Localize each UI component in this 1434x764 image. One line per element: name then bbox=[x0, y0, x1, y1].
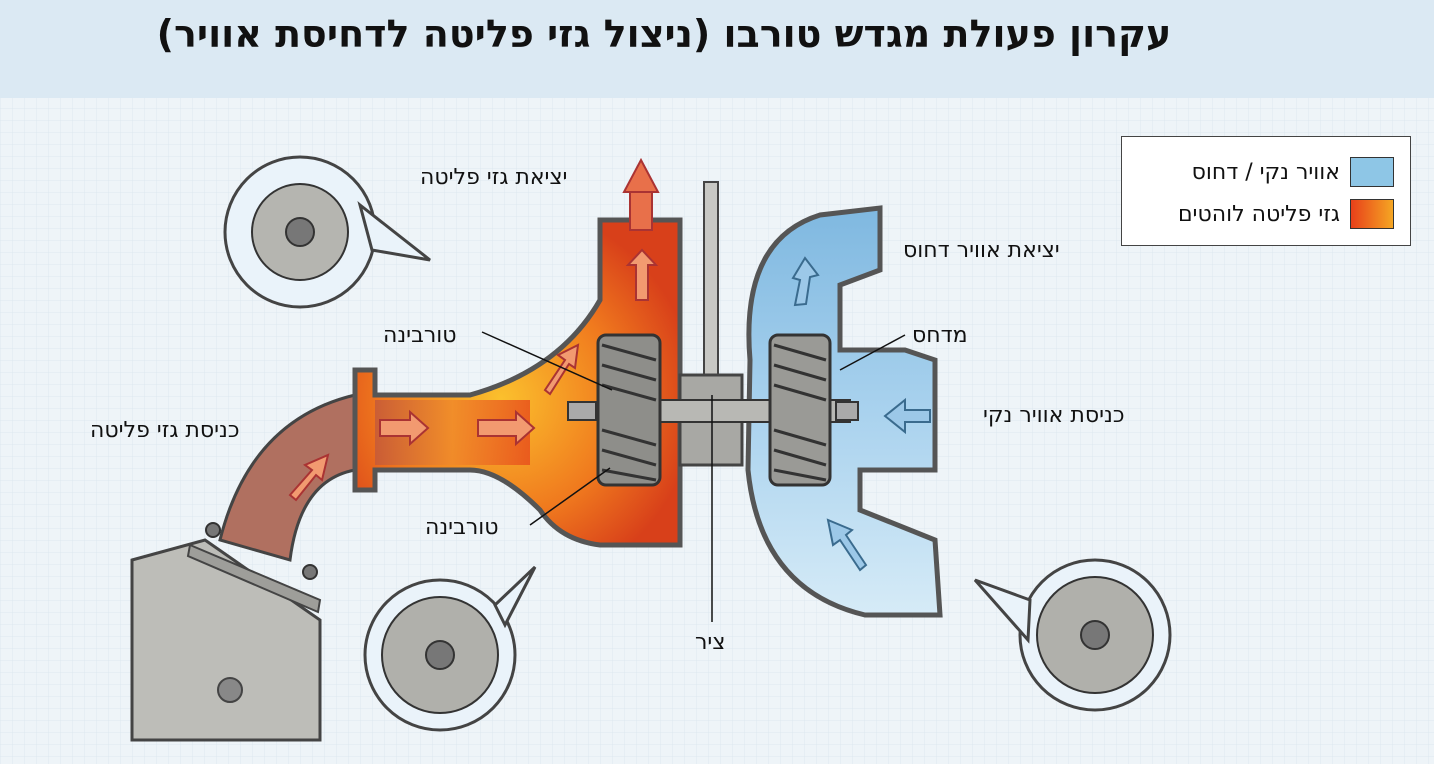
shaft-nut-right bbox=[835, 401, 859, 421]
legend-label-clean-air: אוויר נקי / דחוס bbox=[1191, 159, 1340, 185]
legend-swatch-hot-gas bbox=[1350, 199, 1394, 229]
label-clean-air-inlet: כניסת אוויר נקי bbox=[983, 403, 1125, 428]
compressor-wheel bbox=[768, 333, 832, 487]
legend-label-hot-gas: גזי פליטה לוהטים bbox=[1177, 201, 1340, 227]
label-shaft: ציר bbox=[695, 630, 726, 655]
label-exhaust-outlet: יציאת גזי פליטה bbox=[420, 165, 568, 190]
shaft-nut-left bbox=[567, 401, 597, 421]
exhaust-outlet-arrow bbox=[622, 157, 660, 231]
callout-turbine-bottom bbox=[363, 565, 537, 732]
label-compressor: מדחס bbox=[912, 323, 968, 348]
label-compressed-air-outlet: יציאת אוויר דחוס bbox=[903, 238, 1060, 263]
label-turbine-lower: טורבינה bbox=[425, 515, 499, 540]
label-exhaust-inlet: כניסת גזי פליטה bbox=[90, 418, 240, 443]
label-turbine-upper: טורבינה bbox=[383, 323, 457, 348]
page-title: עקרון פעולת מגדש טורבו (ניצול גזי פליטה … bbox=[156, 12, 1172, 56]
engine-block bbox=[130, 522, 322, 742]
callout-turbine-top bbox=[223, 155, 431, 309]
legend-item-clean-air: אוויר נקי / דחוס bbox=[1192, 157, 1394, 187]
callout-compressor bbox=[973, 558, 1172, 712]
cold-flow-arrows bbox=[791, 256, 931, 572]
title-bar bbox=[0, 0, 1434, 98]
hot-flow-arrows bbox=[288, 248, 659, 502]
turbine-wheel bbox=[596, 333, 662, 487]
leader-lines bbox=[481, 331, 906, 622]
legend: אוויר נקי / דחוס גזי פליטה לוהטים bbox=[1121, 136, 1411, 246]
legend-item-hot-gas: גזי פליטה לוהטים bbox=[1178, 199, 1394, 229]
legend-swatch-clean-air bbox=[1350, 157, 1394, 187]
